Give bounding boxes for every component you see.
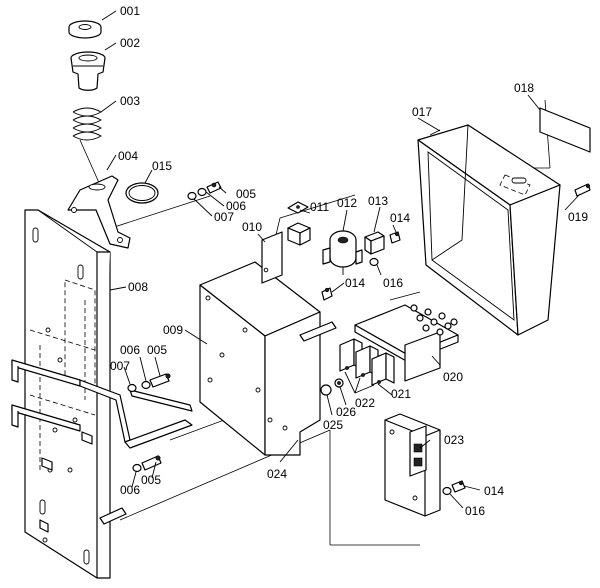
part-002-bushing [70, 51, 106, 91]
callout-002: 002 [120, 36, 140, 50]
callout-003: 003 [120, 94, 140, 108]
part-023-cover-plate [384, 413, 441, 517]
terminal-screws [410, 304, 458, 336]
callout-021: 021 [391, 387, 411, 401]
part-004-bracket [67, 175, 131, 249]
part-011-block [287, 201, 311, 246]
callout-001: 001 [120, 4, 140, 18]
callout-020: 020 [443, 370, 463, 384]
hardware-014-016-lower [442, 480, 466, 496]
callout-024: 024 [267, 467, 287, 481]
callout-005-upper: 005 [236, 187, 256, 201]
callout-018: 018 [514, 81, 534, 95]
callout-022: 022 [355, 396, 375, 410]
callout-016-lower: 016 [465, 504, 485, 518]
callout-004: 004 [118, 149, 138, 163]
callout-006-middle: 006 [120, 343, 140, 357]
callout-014-middle: 014 [345, 276, 365, 290]
part-024-chassis-box [199, 231, 337, 456]
part-012-solenoid [322, 230, 363, 275]
leader-lines [100, 10, 581, 509]
callout-016-upper: 016 [383, 276, 403, 290]
callout-026: 026 [336, 405, 356, 419]
callout-012: 012 [337, 196, 357, 210]
callout-013: 013 [368, 194, 388, 208]
hardware-lower-screw-set [132, 455, 162, 473]
callout-014-lower: 014 [484, 484, 504, 498]
callout-011: 011 [310, 200, 329, 214]
hardware-middle-screw-set [127, 373, 171, 393]
part-019-screw [574, 183, 591, 197]
callout-015: 015 [152, 159, 172, 173]
hardware-022-025-026 [320, 378, 344, 396]
part-003-spring [72, 107, 102, 141]
part-020-terminal-board [354, 304, 459, 382]
part-008-mounting-plate [11, 209, 193, 579]
callout-labels: 001 002 003 004 015 005 006 007 008 010 … [110, 4, 588, 518]
callout-006-upper: 006 [226, 199, 246, 213]
callout-005-middle: 005 [147, 343, 167, 357]
callout-005-lower: 005 [141, 473, 161, 487]
part-021-contact-blocks [339, 338, 395, 386]
hardware-upper-screw-set [187, 181, 222, 201]
part-013-switch [364, 231, 385, 255]
callout-023: 023 [444, 433, 464, 447]
hardware-014-016-upper [321, 231, 401, 301]
callout-008: 008 [128, 280, 148, 294]
callout-019: 019 [568, 210, 588, 224]
part-018-label [539, 107, 591, 153]
part-001-cap [68, 20, 102, 39]
callout-007-upper: 007 [214, 210, 234, 224]
part-015-ring [125, 182, 159, 204]
callout-014-upper: 014 [390, 211, 410, 225]
callout-009: 009 [163, 323, 183, 337]
callout-010: 010 [242, 220, 262, 234]
callout-007-middle: 007 [110, 359, 130, 373]
callout-017: 017 [412, 105, 432, 119]
callout-025: 025 [323, 418, 343, 432]
part-017-enclosure [417, 124, 561, 336]
callout-006-lower: 006 [120, 483, 140, 497]
